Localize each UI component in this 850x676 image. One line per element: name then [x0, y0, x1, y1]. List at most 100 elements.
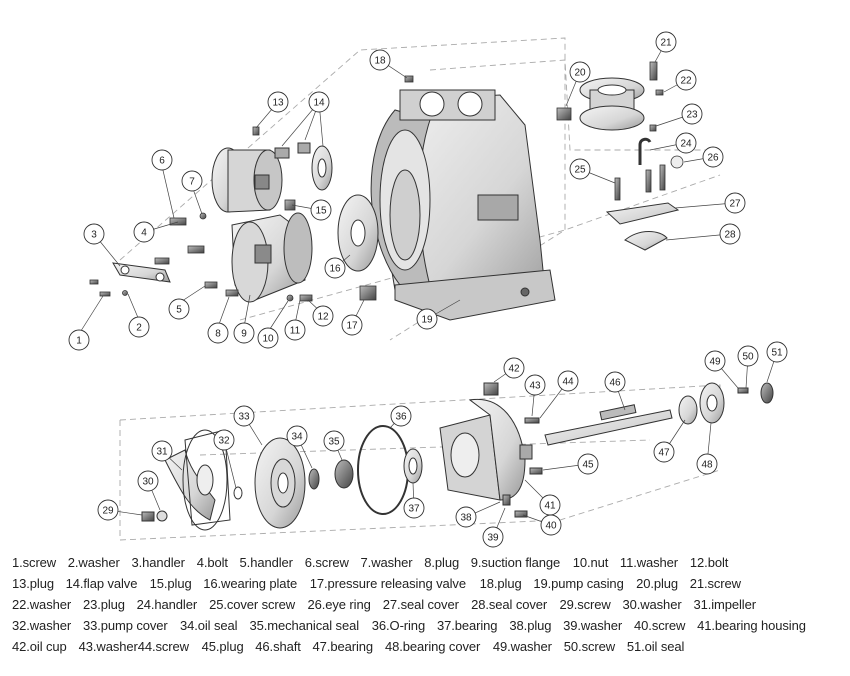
callout-44: 44 — [557, 370, 579, 392]
legend-item: 34.oil seal — [179, 618, 238, 633]
callout-43: 43 — [524, 374, 546, 396]
callout-51: 51 — [766, 341, 788, 363]
callout-circle — [675, 132, 697, 154]
callout-13: 13 — [267, 91, 289, 113]
callout-circle — [312, 305, 334, 327]
callout-36: 36 — [390, 405, 412, 427]
callout-47: 47 — [653, 441, 675, 463]
legend-item: 43.washer44.screw — [78, 639, 189, 654]
callout-circle — [137, 470, 159, 492]
pump-casing-part — [370, 89, 556, 321]
legend-item: 6.screw — [304, 555, 349, 570]
callout-number: 10 — [262, 334, 274, 345]
callout-number: 34 — [291, 432, 303, 443]
legend-item: 18.plug — [479, 576, 522, 591]
callout-circle — [308, 91, 330, 113]
callout-20: 20 — [569, 61, 591, 83]
callout-number: 18 — [374, 56, 386, 67]
legend-item: 2.washer — [67, 555, 120, 570]
callout-46: 46 — [604, 371, 626, 393]
callout-number: 33 — [238, 412, 250, 423]
callout-26: 26 — [702, 146, 724, 168]
callout-35: 35 — [323, 430, 345, 452]
callout-14: 14 — [308, 91, 330, 113]
callout-circle — [503, 357, 525, 379]
legend-item: 20.plug — [636, 576, 679, 591]
callout-circle — [286, 425, 308, 447]
callout-circle — [702, 146, 724, 168]
callout-circle — [737, 345, 759, 367]
callout-number: 5 — [176, 305, 182, 316]
callout-number: 41 — [544, 501, 556, 512]
callout-number: 42 — [508, 364, 520, 375]
callout-circle — [341, 314, 363, 336]
callout-number: 8 — [215, 329, 221, 340]
callout-27: 27 — [724, 192, 746, 214]
impeller-part — [141, 429, 231, 531]
callout-circle — [310, 199, 332, 221]
legend-item: 32.washer — [12, 618, 72, 633]
callout-number: 44 — [562, 377, 574, 388]
callout-circle — [369, 49, 391, 71]
legend-item: 14.flap valve — [65, 576, 138, 591]
callout-32: 32 — [213, 429, 235, 451]
callout-number: 22 — [680, 76, 692, 87]
legend-item: 45.plug — [201, 639, 244, 654]
callout-circle — [213, 429, 235, 451]
callout-circle — [569, 158, 591, 180]
callout-circle — [681, 103, 703, 125]
callout-1: 1 — [68, 329, 90, 351]
callout-number: 27 — [729, 199, 741, 210]
legend-item: 30.washer — [622, 597, 682, 612]
legend-item: 25.cover screw — [209, 597, 296, 612]
callout-circle — [719, 223, 741, 245]
callout-number: 50 — [742, 352, 754, 363]
callout-number: 23 — [686, 110, 698, 121]
callout-number: 29 — [102, 506, 114, 517]
callout-34: 34 — [286, 425, 308, 447]
callout-number: 3 — [91, 230, 97, 241]
callout-number: 25 — [574, 165, 586, 176]
legend-item: 49.washer — [492, 639, 552, 654]
flap-valve-part — [211, 142, 333, 213]
legend-item: 26.eye ring — [307, 597, 371, 612]
callout-number: 51 — [771, 348, 783, 359]
handler-part — [112, 262, 171, 283]
callout-3: 3 — [83, 223, 105, 245]
legend-item: 51.oil seal — [626, 639, 685, 654]
legend-item: 16.wearing plate — [203, 576, 298, 591]
callout-33: 33 — [233, 405, 255, 427]
legend-item: 36.O-ring — [371, 618, 426, 633]
callout-11: 11 — [284, 319, 306, 341]
legend-item: 33.pump cover — [82, 618, 168, 633]
callout-7: 7 — [181, 170, 203, 192]
legend-item: 42.oil cup — [12, 639, 67, 654]
legend-item: 37.bearing — [436, 618, 498, 633]
callout-number: 13 — [272, 98, 284, 109]
legend-item: 10.nut — [572, 555, 609, 570]
callout-number: 28 — [724, 230, 736, 241]
callout-29: 29 — [97, 499, 119, 521]
callout-circle — [267, 91, 289, 113]
legend-item: 29.screw — [559, 597, 611, 612]
legend-item: 4.bolt — [196, 555, 228, 570]
callout-circle — [257, 327, 279, 349]
callout-circle — [128, 316, 150, 338]
callout-circle — [604, 371, 626, 393]
callout-number: 2 — [136, 323, 142, 334]
callout-number: 12 — [317, 312, 329, 323]
bearing-cover-part — [502, 382, 774, 518]
legend-item: 22.washer — [12, 597, 72, 612]
callout-circle — [390, 405, 412, 427]
callout-circle — [724, 192, 746, 214]
callout-number: 20 — [574, 68, 586, 79]
callout-number: 46 — [609, 378, 621, 389]
pump-cover-part — [233, 437, 354, 529]
legend-item: 39.washer — [563, 618, 623, 633]
callout-9: 9 — [233, 322, 255, 344]
callout-number: 4 — [141, 228, 147, 239]
